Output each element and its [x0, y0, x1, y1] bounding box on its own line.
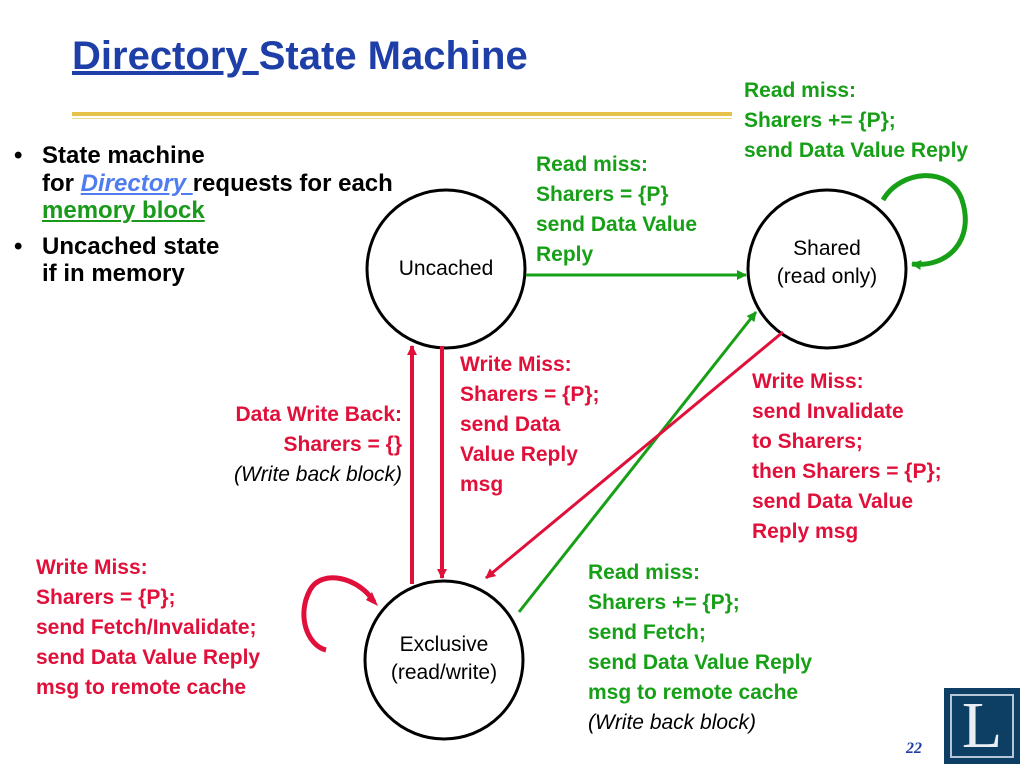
label-exclusive-to-uncached: Data Write Back: Sharers = {} (Write bac…	[233, 403, 402, 486]
state-uncached-circle	[365, 188, 527, 350]
title-directory-word: Directory	[72, 34, 259, 78]
title-rule	[72, 112, 732, 116]
label-shared-self: Read miss: Sharers += {P}; send Data Val…	[744, 79, 969, 162]
directory-link[interactable]: Directory	[80, 169, 193, 197]
logo-letter: L	[950, 693, 1014, 759]
page-number: 22	[906, 740, 922, 757]
arrow-exclusive-to-shared	[517, 311, 758, 613]
bullet-item-uncached: Uncached state if in memory	[14, 233, 394, 288]
label-exclusive-to-shared: Read miss: Sharers += {P}; send Fetch; s…	[588, 561, 813, 734]
arrow-exclusive-self	[301, 575, 377, 653]
title-rule-thin	[72, 118, 732, 119]
label-uncached-to-shared: Read miss: Sharers = {P} send Data Value…	[536, 153, 698, 266]
state-shared-circle	[746, 188, 908, 350]
arrow-shared-self	[880, 173, 968, 270]
state-exclusive-circle	[363, 579, 525, 741]
arrow-exclusive-self-head	[366, 592, 378, 606]
slide-title: Directory State Machine	[72, 34, 528, 78]
title-rest: State Machine	[258, 34, 528, 78]
bullet-list: State machine for Directory requests for…	[14, 142, 394, 296]
bullet-item-state-machine: State machine for Directory requests for…	[14, 142, 394, 225]
state-uncached-label: Uncached	[398, 257, 494, 280]
state-shared-label: Shared (read only)	[776, 237, 878, 288]
memory-block-link[interactable]: memory block	[42, 197, 205, 225]
label-exclusive-self: Write Miss: Sharers = {P}; send Fetch/In…	[36, 556, 261, 699]
label-uncached-to-exclusive: Write Miss: Sharers = {P}; send Data Val…	[460, 353, 600, 496]
state-exclusive-label: Exclusive (read/write)	[390, 633, 498, 684]
label-shared-to-exclusive: Write Miss: send Invalidate to Sharers; …	[752, 370, 942, 543]
university-logo: L	[944, 688, 1020, 764]
arrow-shared-to-exclusive	[485, 330, 784, 580]
